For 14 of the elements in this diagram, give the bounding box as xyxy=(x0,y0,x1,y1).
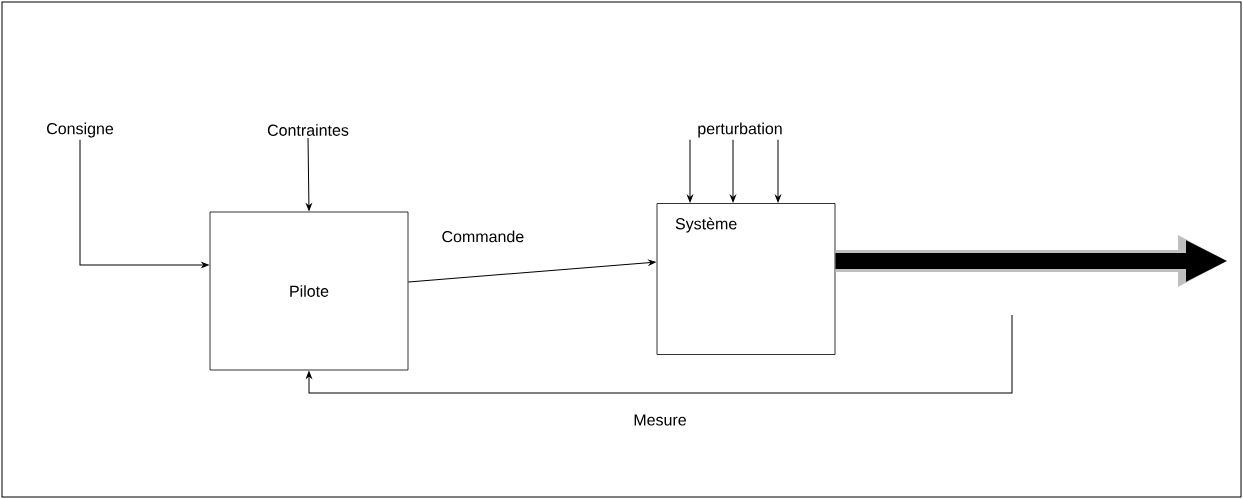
system-box: Système xyxy=(656,203,836,355)
arrow xyxy=(687,139,693,203)
process-box: Pilote xyxy=(209,211,409,371)
input-label: Contraintes xyxy=(267,124,349,136)
input-label: Consigne xyxy=(47,122,114,138)
arrow xyxy=(407,259,656,283)
arrow xyxy=(775,139,781,203)
arrow xyxy=(730,139,736,203)
arrow xyxy=(306,314,1013,394)
arrow xyxy=(79,139,209,268)
arrow xyxy=(306,137,312,211)
input-label: perturbation xyxy=(698,122,782,138)
edge-label: Commande xyxy=(439,228,527,245)
edge-label: Mesure xyxy=(631,412,689,428)
